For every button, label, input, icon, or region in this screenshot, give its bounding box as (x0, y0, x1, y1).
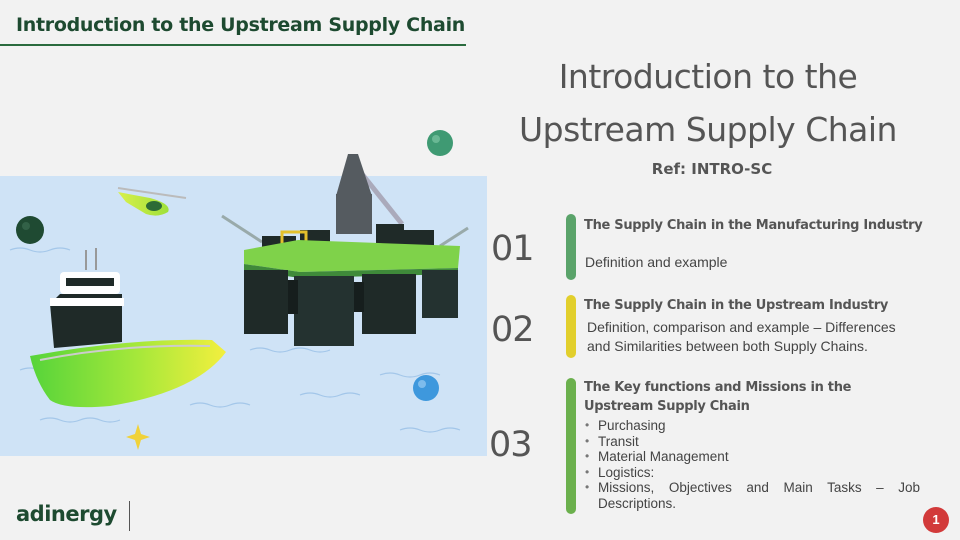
section-02-title: The Supply Chain in the Upstream Industr… (584, 298, 889, 313)
sparkle-icon (126, 424, 150, 450)
supply-vessel-icon (30, 248, 226, 408)
main-title: Introduction to the Upstream Supply Chai… (470, 50, 946, 156)
section-03-accent-bar (566, 378, 576, 514)
header-divider (0, 44, 466, 46)
list-item: Missions, Objectives and Main Tasks – Jo… (584, 480, 920, 511)
section-01-title: The Supply Chain in the Manufacturing In… (584, 218, 923, 233)
list-item: Purchasing (584, 418, 920, 434)
offshore-illustration (0, 130, 487, 456)
offshore-platform-icon (221, 154, 469, 346)
section-03-title: The Key functions and Missions in the Up… (584, 378, 934, 416)
section-number-01: 01 (491, 229, 535, 269)
reference-code: Ref: INTRO-SC (651, 160, 773, 178)
list-item: Logistics: (584, 465, 920, 481)
page-number-badge: 1 (923, 507, 949, 533)
section-number-02: 02 (491, 310, 535, 350)
section-01-accent-bar (566, 214, 576, 280)
dark-green-sphere (16, 216, 44, 244)
section-03-bullet-list: Purchasing Transit Material Management L… (584, 418, 920, 512)
section-01-description: Definition and example (585, 254, 728, 270)
adinergy-logo: adinergy (16, 502, 117, 526)
header-title: Introduction to the Upstream Supply Chai… (16, 14, 466, 36)
section-03-title-line2: Upstream Supply Chain (584, 399, 750, 414)
section-02-accent-bar (566, 295, 576, 358)
teal-sphere (427, 130, 453, 156)
list-item: Transit (584, 434, 920, 450)
list-item: Material Management (584, 449, 920, 465)
section-03-title-line1: The Key functions and Missions in the (584, 380, 852, 395)
main-title-line1: Introduction to the (558, 57, 858, 96)
section-02-description: Definition, comparison and example – Dif… (587, 319, 896, 354)
blue-sphere (413, 375, 439, 401)
main-title-line2: Upstream Supply Chain (519, 110, 897, 149)
logo-divider (129, 501, 130, 531)
section-number-03: 03 (489, 425, 533, 465)
helicopter-icon (117, 187, 187, 216)
